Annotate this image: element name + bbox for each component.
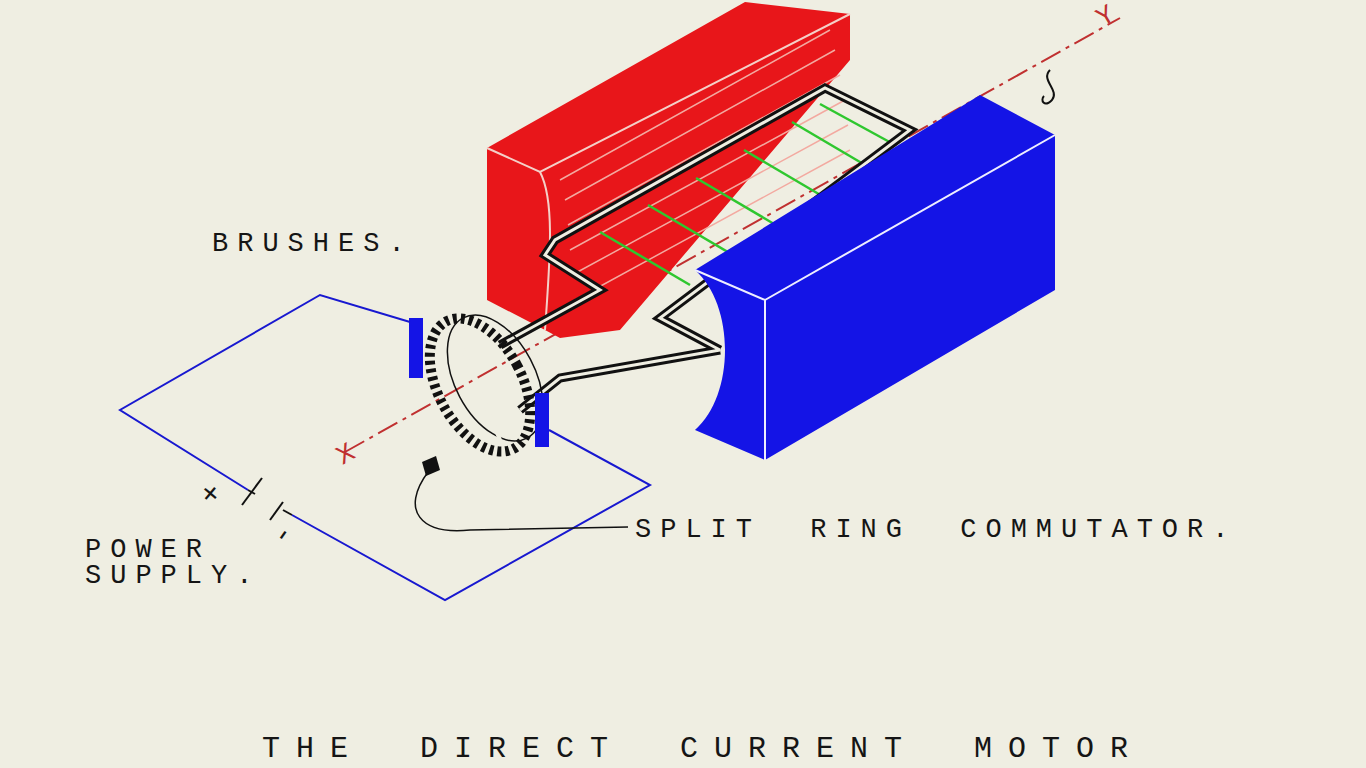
leader-line	[415, 456, 628, 531]
axis-label: X	[333, 440, 360, 471]
axis-label: Y	[1093, 2, 1120, 33]
brushes	[409, 318, 549, 447]
diagram-title: THE DIRECT CURRENT MOTOR	[262, 736, 1144, 762]
split-ring-commutator	[409, 299, 562, 468]
polarity-sign: -	[267, 520, 299, 550]
south-magnet	[695, 95, 1055, 460]
battery-symbol	[242, 478, 292, 520]
part-label: SPLIT RING COMMUTATOR.	[635, 517, 1237, 543]
rotation-arrow	[1042, 70, 1054, 103]
part-label: BRUSHES.	[212, 231, 414, 257]
polarity-sign: +	[194, 479, 225, 510]
part-label: POWER SUPPLY.	[85, 537, 275, 589]
